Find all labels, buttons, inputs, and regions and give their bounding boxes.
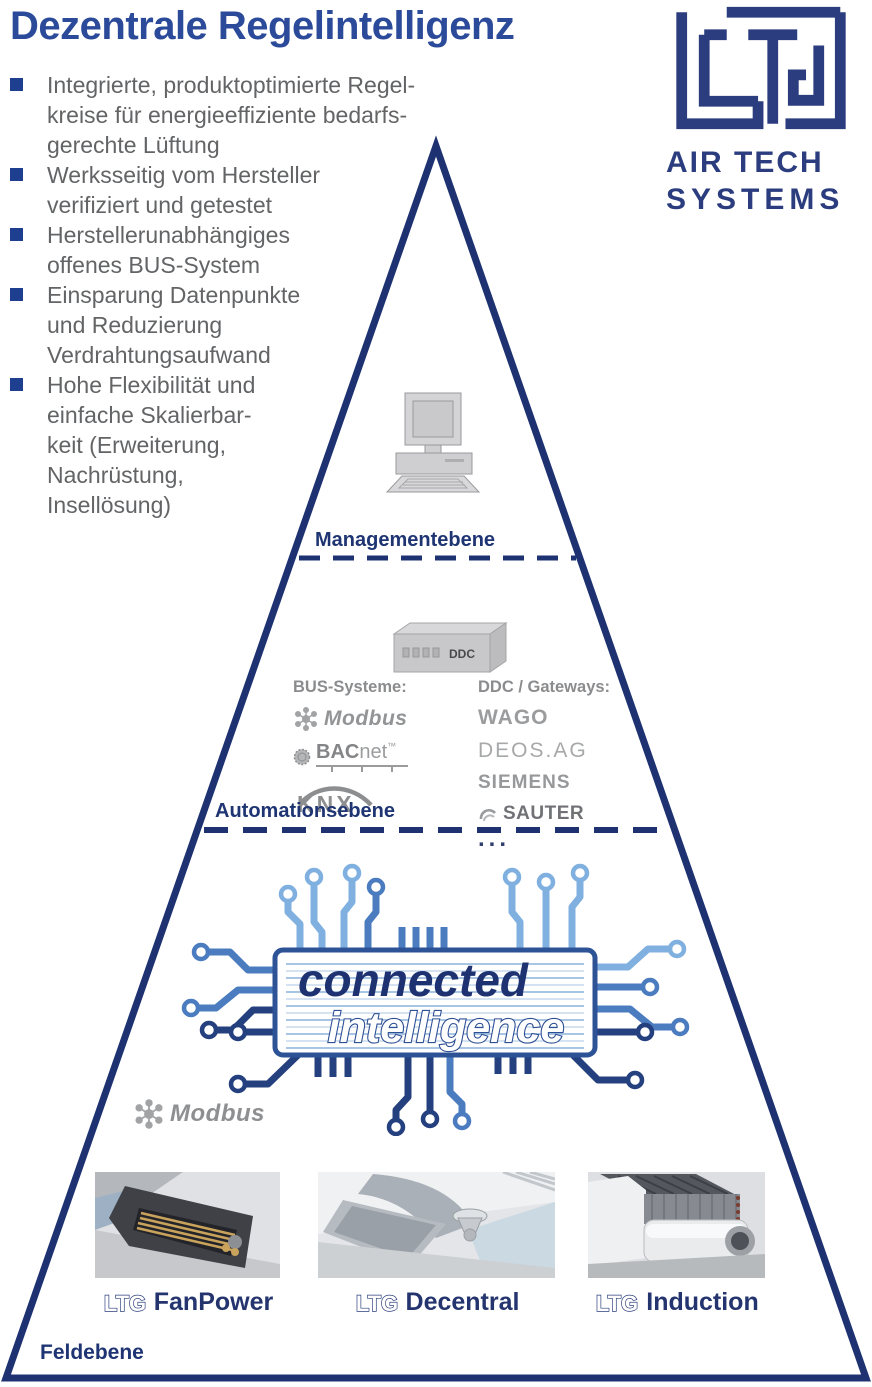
circuit-pads bbox=[181, 863, 690, 1136]
bullet-item: Hohe Flexibilität und einfache Skalierba… bbox=[10, 370, 460, 520]
page-title: Dezentrale Regelintelligenz bbox=[10, 4, 515, 48]
ltg-mini-logo: LTG bbox=[355, 1290, 399, 1316]
knx-logo-text: KNX bbox=[297, 791, 355, 815]
product-label: LTG Induction bbox=[594, 1288, 758, 1317]
automation-level-label: Automationsebene bbox=[215, 800, 396, 822]
wago-logo-text: WAGO bbox=[478, 706, 549, 729]
circuit-traces bbox=[198, 878, 673, 1120]
modbus-cluster-icon bbox=[295, 707, 317, 731]
brand-line-air-tech: AIR TECH bbox=[666, 146, 824, 179]
brand-line-systems: SYSTEMS bbox=[666, 183, 845, 216]
siemens-logo-text: SIEMENS bbox=[478, 772, 571, 793]
chip-stripes bbox=[286, 963, 584, 1049]
sauter-swoosh-icon bbox=[479, 808, 496, 822]
deos-logo-text: DEOS.AG bbox=[478, 739, 588, 762]
knx-logo: KNX bbox=[293, 781, 473, 815]
chip-word-intelligence: intelligence bbox=[328, 1004, 565, 1052]
bullet-square-icon bbox=[10, 378, 23, 391]
product-label: LTG FanPower bbox=[102, 1288, 273, 1317]
induction-product-image bbox=[588, 1172, 765, 1278]
product-name: FanPower bbox=[153, 1288, 274, 1316]
bullet-item: Integrierte, produktoptimierte Regel- kr… bbox=[10, 70, 460, 160]
ddc-controller-icon: DDC bbox=[392, 622, 508, 673]
knx-logo-graphic: KNX bbox=[297, 786, 373, 815]
bus-systems-column: BUS-Systeme: Modbus BACnet™ bbox=[293, 678, 473, 815]
ddc-box-label: DDC bbox=[449, 647, 475, 661]
field-level-label: Feldebene bbox=[40, 1341, 144, 1364]
gateways-column: DDC / Gateways: WAGO DEOS.AG SIEMENS SAU… bbox=[478, 678, 668, 852]
ltg-mini-logo: LTG bbox=[595, 1290, 639, 1316]
bus-systems-heading: BUS-Systeme: bbox=[293, 678, 407, 696]
gateways-heading: DDC / Gateways: bbox=[478, 678, 611, 696]
product-induction: LTG Induction bbox=[588, 1172, 765, 1317]
sauter-logo: SAUTER bbox=[478, 803, 668, 825]
bullet-square-icon bbox=[10, 78, 23, 91]
product-label: LTG Decentral bbox=[354, 1288, 520, 1317]
product-name: Induction bbox=[646, 1288, 759, 1316]
ltg-maze-logo bbox=[676, 6, 846, 130]
bullet-square-icon bbox=[10, 228, 23, 241]
svg-text:LTG: LTG bbox=[355, 1291, 397, 1316]
field-modbus-logo: Modbus bbox=[133, 1098, 265, 1130]
bullet-item: Einsparung Datenpunkte und Reduzierung V… bbox=[10, 280, 460, 370]
modbus-cluster-icon bbox=[135, 1099, 163, 1129]
bullet-item: Werksseitig vom Hersteller verifiziert u… bbox=[10, 160, 460, 220]
product-name: Decentral bbox=[405, 1288, 520, 1316]
decentral-product-image bbox=[318, 1172, 555, 1278]
bacnet-underline bbox=[316, 765, 408, 772]
modbus-logo-text: Modbus bbox=[324, 707, 408, 730]
modbus-logo: Modbus bbox=[293, 706, 473, 732]
modbus-logo-text: Modbus bbox=[170, 1100, 265, 1127]
feature-bullet-list: Integrierte, produktoptimierte Regel- kr… bbox=[10, 70, 460, 520]
fanpower-product-image bbox=[95, 1172, 280, 1278]
bullet-square-icon bbox=[10, 288, 23, 301]
chip-word-connected: connected bbox=[298, 954, 529, 1006]
bullet-square-icon bbox=[10, 168, 23, 181]
sauter-logo-text: SAUTER bbox=[503, 803, 585, 824]
management-level-label: Managementebene bbox=[315, 529, 496, 551]
svg-text:LTG: LTG bbox=[596, 1291, 638, 1316]
ltg-mini-logo: LTG bbox=[103, 1290, 147, 1316]
ashrae-seal-icon bbox=[293, 748, 311, 765]
bullet-item: Herstellerunabhängiges offenes BUS-Syste… bbox=[10, 220, 460, 280]
product-decentral: LTG Decentral bbox=[318, 1172, 555, 1317]
svg-text:LTG: LTG bbox=[104, 1291, 146, 1316]
chip-body bbox=[272, 947, 598, 1058]
desktop-computer-icon bbox=[385, 392, 481, 493]
connected-intelligence-graphic: connected intelligence bbox=[181, 863, 690, 1136]
product-fanpower: LTG FanPower bbox=[95, 1172, 280, 1317]
bacnet-logo-text: BACnet™ bbox=[316, 741, 408, 772]
bacnet-logo: BACnet™ bbox=[293, 741, 473, 772]
more-gateways-ellipsis: ... bbox=[478, 825, 511, 852]
